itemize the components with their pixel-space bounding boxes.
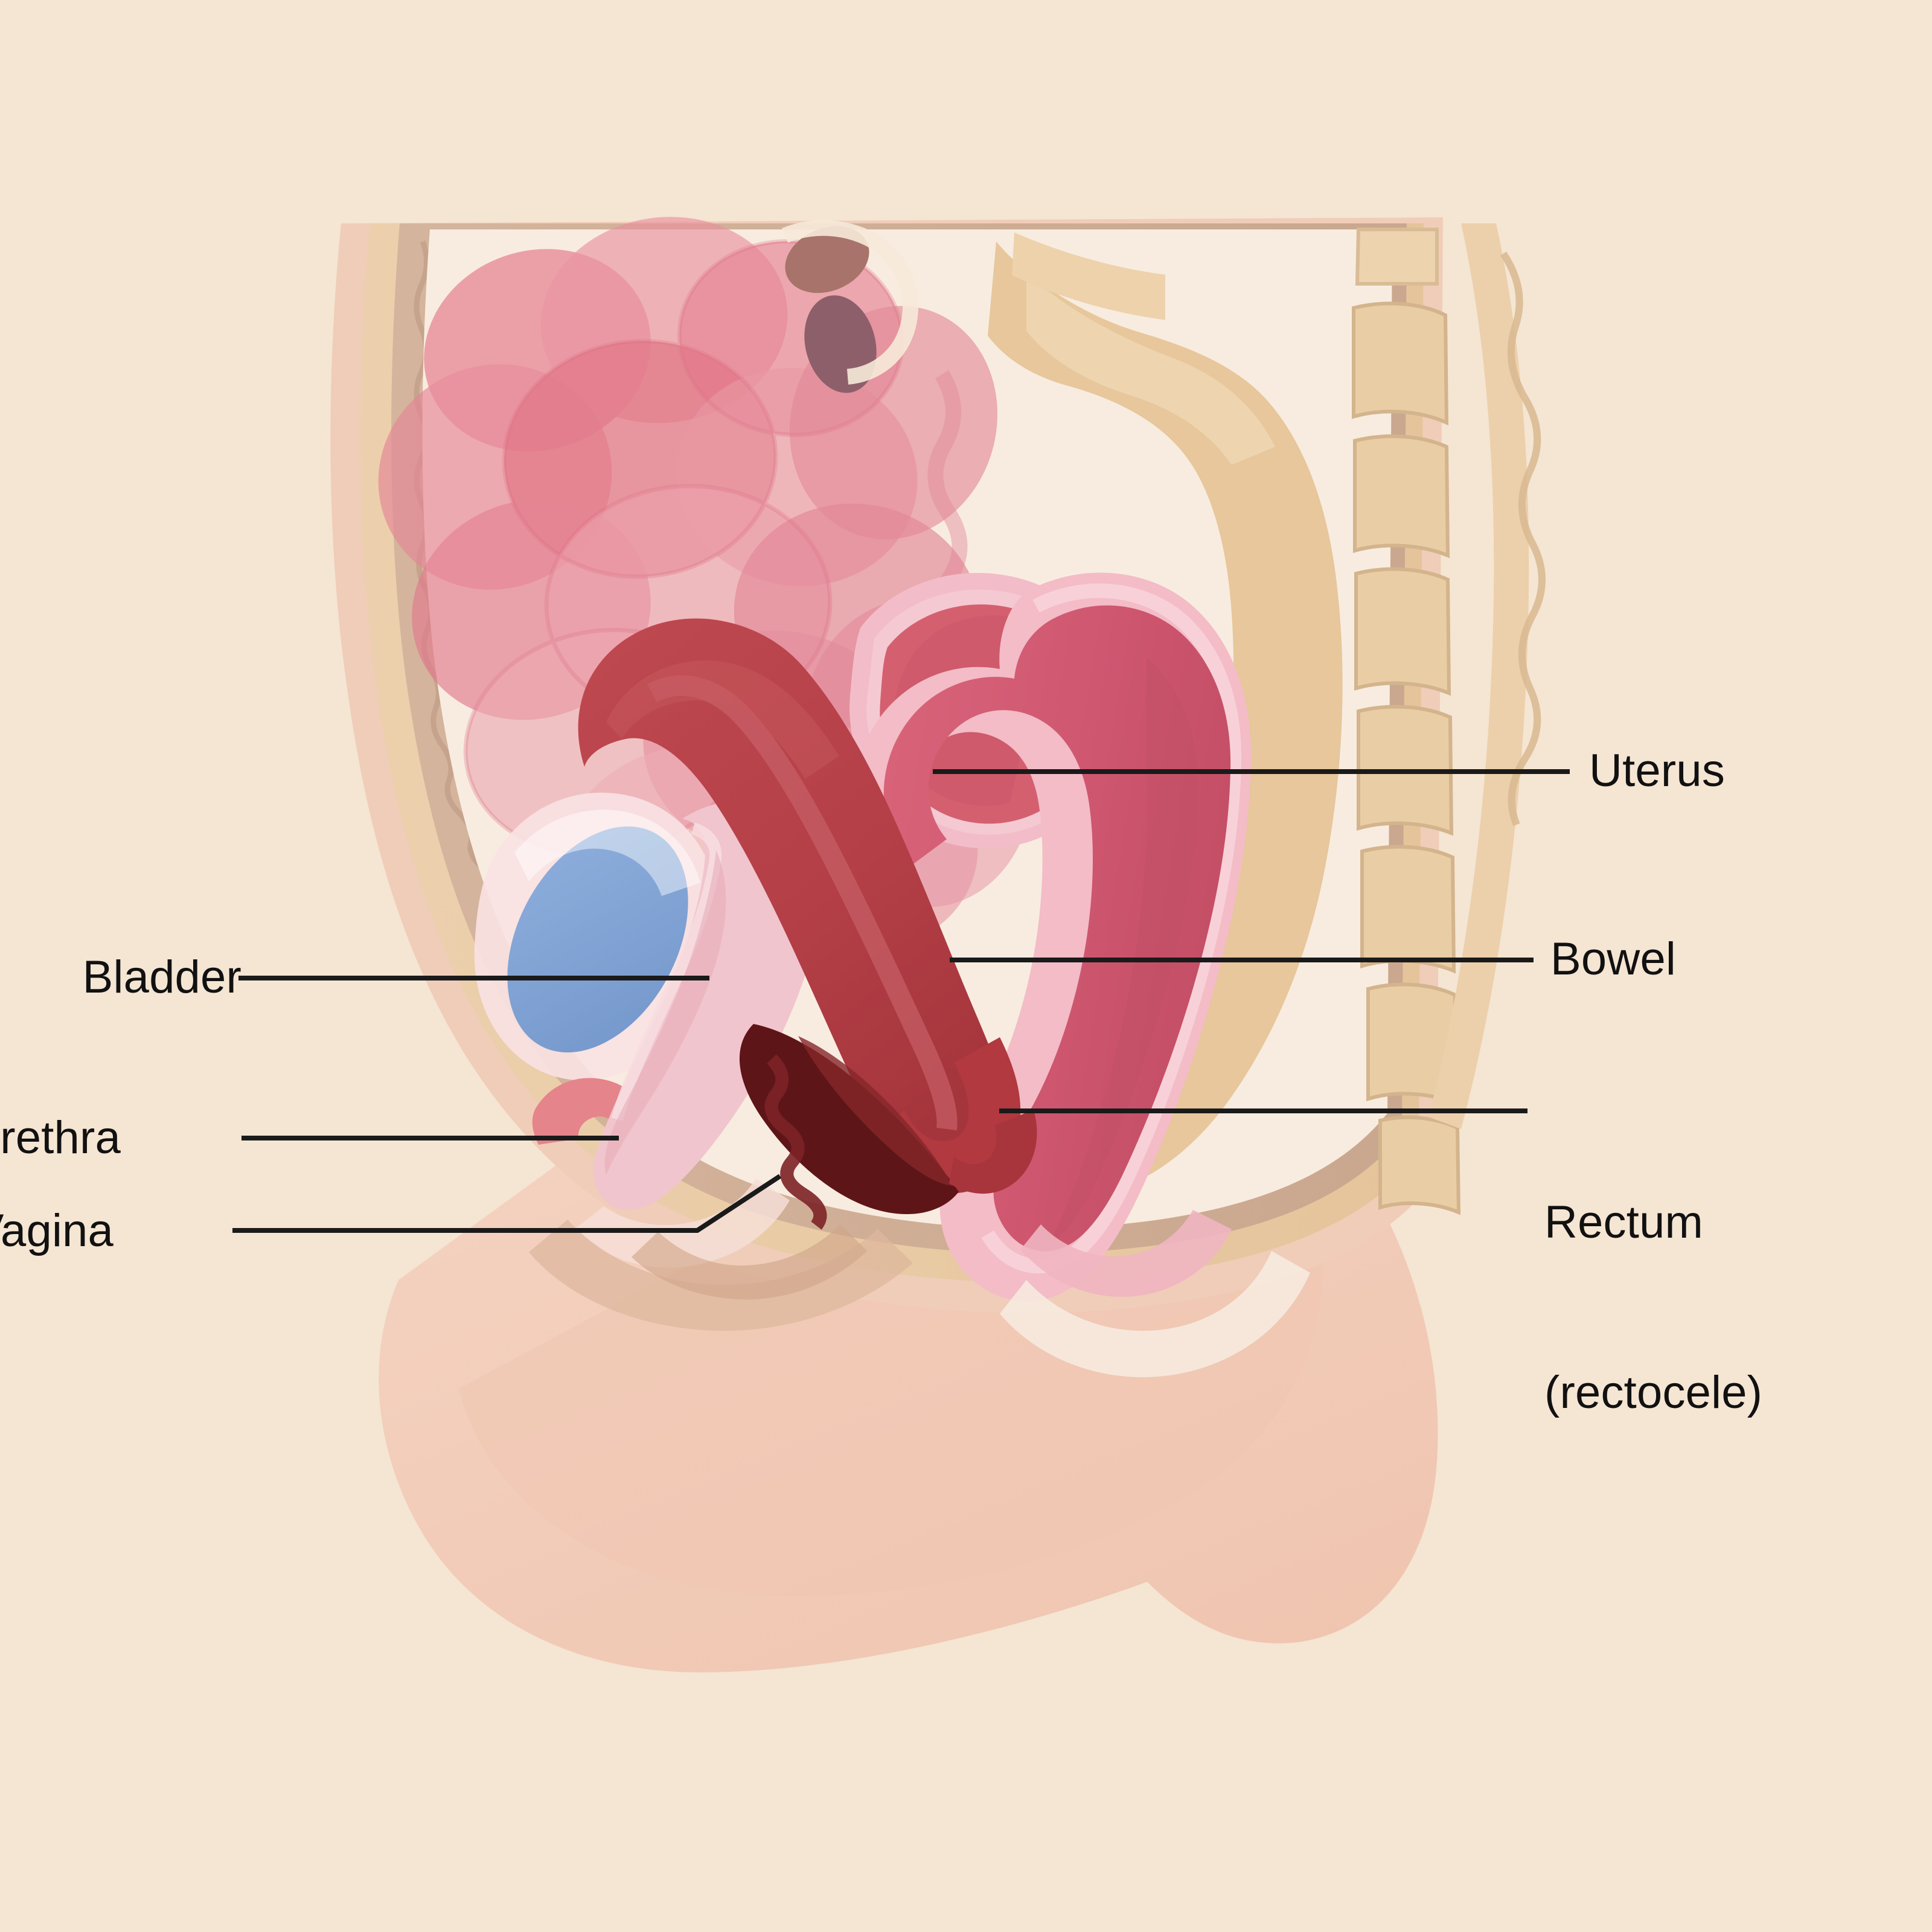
label-bladder: Bladder bbox=[82, 952, 242, 1003]
spinous-process-wave bbox=[1500, 251, 1546, 827]
vagina-wall bbox=[593, 801, 820, 1210]
rectum bbox=[852, 572, 1310, 1378]
pelvic-floor-muscle bbox=[529, 1220, 913, 1331]
body-cross-section bbox=[232, 217, 1570, 1672]
iliac-bone-upper bbox=[1012, 232, 1165, 320]
leader-lines bbox=[232, 769, 1570, 1233]
label-uterus: Uterus bbox=[1589, 745, 1726, 796]
rectocele-body bbox=[578, 618, 1011, 1194]
label-bowel: Bowel bbox=[1550, 933, 1676, 985]
label-rectum-line2: (rectocele) bbox=[1544, 1367, 1763, 1418]
vagina-canal-shadow bbox=[604, 850, 726, 1175]
anal-canal bbox=[1000, 1251, 1310, 1378]
rectocele-inner-crease bbox=[647, 675, 958, 1131]
rectum-lumen bbox=[883, 605, 1231, 1252]
spine-and-sacrum bbox=[988, 223, 1546, 1215]
rectocele-cavity-fold bbox=[764, 1054, 827, 1230]
label-vagina: Vagina bbox=[0, 1205, 114, 1256]
label-urethra: Urethra bbox=[0, 1112, 121, 1163]
umbilicus bbox=[781, 220, 918, 393]
posterior-soft-tissue bbox=[1428, 223, 1529, 1129]
rectocele-tip bbox=[949, 1110, 1037, 1194]
rectum-ampulla-fold bbox=[1020, 1210, 1232, 1297]
rectocele-cavity bbox=[739, 1024, 959, 1215]
vagina bbox=[576, 801, 820, 1268]
rectocele-upper-highlight bbox=[606, 660, 839, 779]
vertebral-column bbox=[1352, 228, 1461, 1215]
bladder-dome-highlight bbox=[514, 810, 700, 896]
rectocele-bulge bbox=[578, 618, 1037, 1230]
rectum-lumen-shading bbox=[1049, 658, 1198, 1243]
sacrum-body bbox=[988, 242, 1343, 1177]
label-rectum: Rectum (rectocele) bbox=[1544, 1081, 1762, 1535]
perineal-body bbox=[632, 1224, 867, 1300]
introitus bbox=[576, 1179, 790, 1268]
rectocele-cavity-highlight bbox=[798, 1036, 953, 1186]
bladder-urine-fluid bbox=[507, 826, 688, 1053]
leader-vagina bbox=[232, 1174, 782, 1233]
sacrum-highlight bbox=[1026, 272, 1275, 465]
label-rectum-line1: Rectum bbox=[1544, 1197, 1704, 1248]
